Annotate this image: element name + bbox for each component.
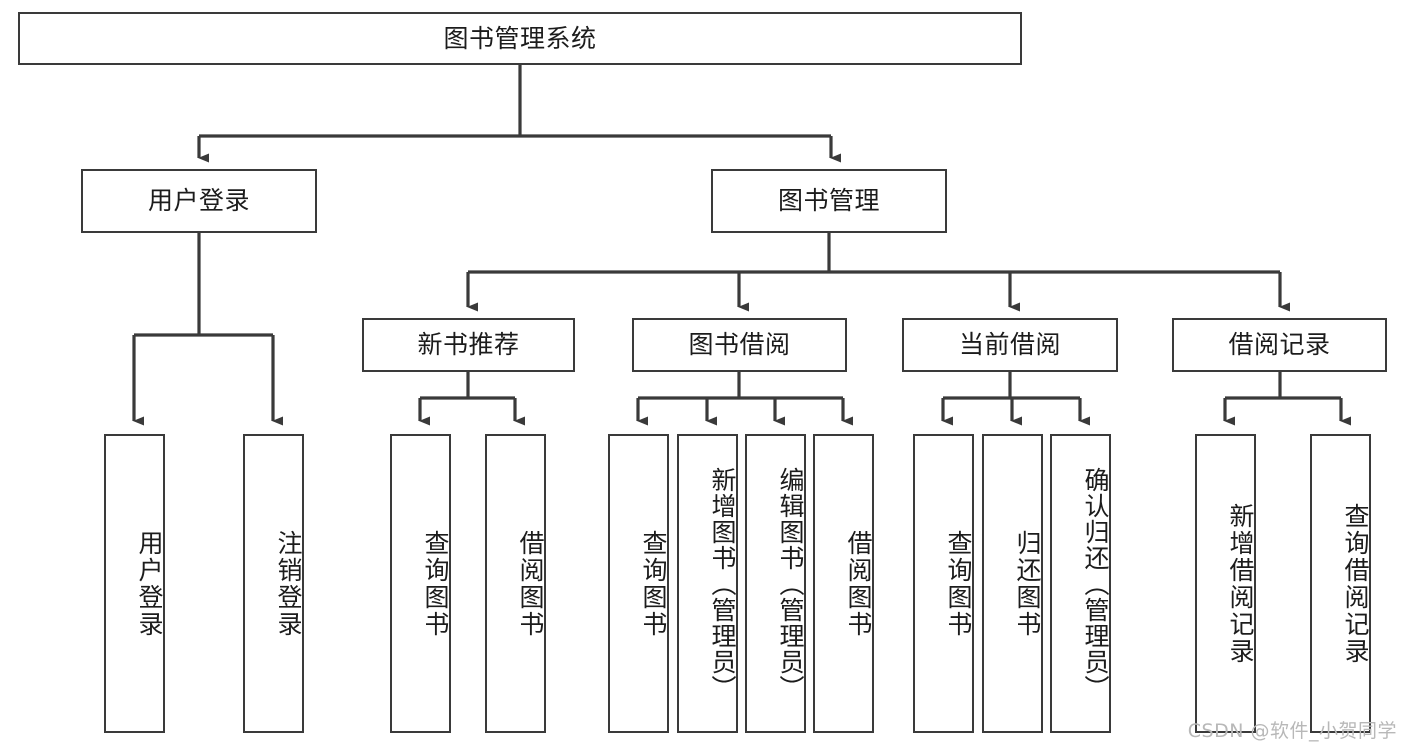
node-current-borrow[interactable]: 当前借阅 bbox=[902, 318, 1118, 372]
node-borrow-record[interactable]: 借阅记录 bbox=[1172, 318, 1387, 372]
leaf-book-borrow-add-book-admin[interactable]: 新增图书（管理员） bbox=[677, 434, 738, 733]
leaf-current-borrow-return-book[interactable]: 归还图书 bbox=[982, 434, 1043, 733]
node-user-login[interactable]: 用户登录 bbox=[81, 169, 317, 233]
leaf-borrow-record-add-record[interactable]: 新增借阅记录 bbox=[1195, 434, 1256, 733]
leaf-book-borrow-edit-book-admin[interactable]: 编辑图书（管理员） bbox=[745, 434, 806, 733]
node-new-book-recommend[interactable]: 新书推荐 bbox=[362, 318, 575, 372]
leaf-book-borrow-query-book[interactable]: 查询图书 bbox=[608, 434, 669, 733]
leaf-new-book-borrow-book[interactable]: 借阅图书 bbox=[485, 434, 546, 733]
leaf-borrow-record-query-record[interactable]: 查询借阅记录 bbox=[1310, 434, 1371, 733]
leaf-user-login-login[interactable]: 用户登录 bbox=[104, 434, 165, 733]
leaf-user-login-logout[interactable]: 注销登录 bbox=[243, 434, 304, 733]
leaf-current-borrow-confirm-return-admin[interactable]: 确认归还（管理员） bbox=[1050, 434, 1111, 733]
node-book-borrow[interactable]: 图书借阅 bbox=[632, 318, 847, 372]
leaf-new-book-query-book[interactable]: 查询图书 bbox=[390, 434, 451, 733]
leaf-current-borrow-query-book[interactable]: 查询图书 bbox=[913, 434, 974, 733]
node-book-management[interactable]: 图书管理 bbox=[711, 169, 947, 233]
node-root[interactable]: 图书管理系统 bbox=[18, 12, 1022, 65]
csdn-watermark: CSDN @软件_小贺同学 bbox=[1187, 720, 1397, 742]
leaf-book-borrow-borrow-book[interactable]: 借阅图书 bbox=[813, 434, 874, 733]
